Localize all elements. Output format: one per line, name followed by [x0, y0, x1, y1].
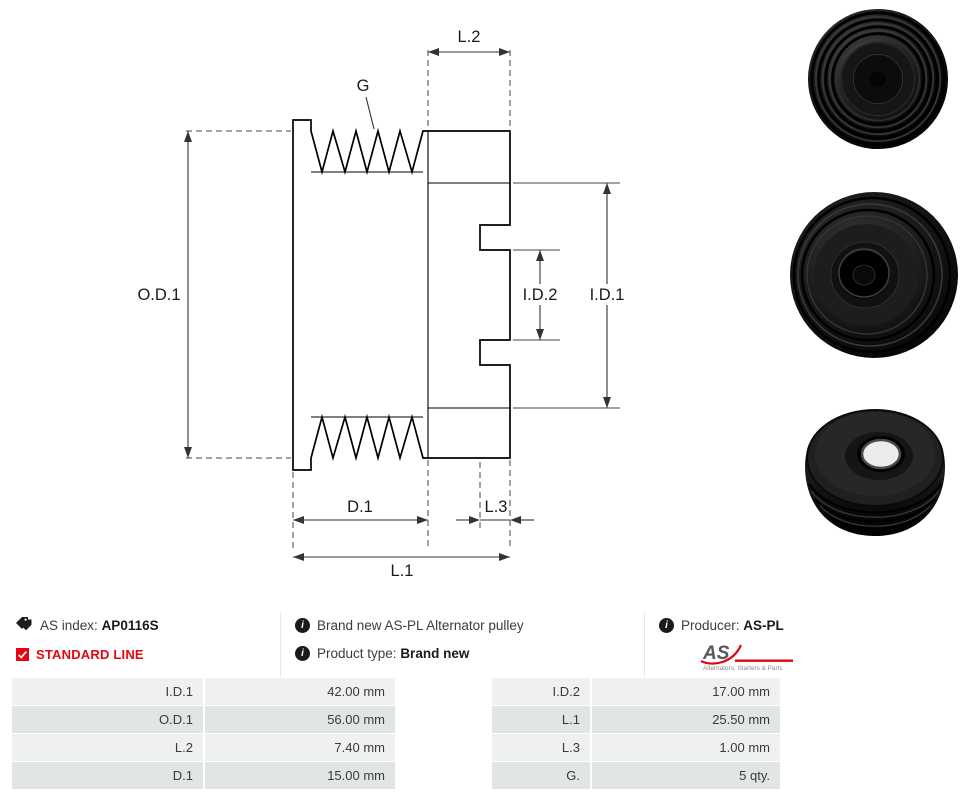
- product-photo-rear: [795, 396, 955, 553]
- table-row: L.2 7.40 mm L.3 1.00 mm: [12, 734, 780, 762]
- logo-subtext: Alternators, Starters & Parts: [703, 665, 783, 672]
- producer-label: Producer:: [681, 617, 740, 633]
- dim-label-id2: I.D.2: [523, 286, 558, 304]
- extension-lines-solid: [513, 182, 620, 409]
- spec-value: 1.00 mm: [592, 734, 780, 762]
- table-row: I.D.1 42.00 mm I.D.2 17.00 mm: [12, 678, 780, 706]
- spec-value: 17.00 mm: [592, 678, 780, 706]
- aspl-logo: AS Alternators, Starters & Parts: [699, 640, 950, 677]
- spec-label: I.D.2: [492, 678, 592, 706]
- spec-value: 42.00 mm: [205, 678, 395, 706]
- product-type-value: Brand new: [400, 645, 470, 661]
- spec-value: 56.00 mm: [205, 706, 395, 734]
- spec-label: O.D.1: [12, 706, 205, 734]
- as-index-label: AS index:: [40, 618, 98, 633]
- logo-bar: [735, 659, 793, 662]
- dim-label-d1: D.1: [347, 498, 373, 516]
- table-gap: [395, 706, 492, 734]
- info-icon: i: [295, 617, 310, 633]
- producer-value: AS-PL: [743, 617, 784, 633]
- spec-label: G.: [492, 762, 592, 790]
- table-row: O.D.1 56.00 mm L.1 25.50 mm: [12, 706, 780, 734]
- producer-line: i Producer: AS-PL: [659, 616, 950, 634]
- dim-label-l2: L.2: [458, 28, 481, 46]
- logo-text: AS: [702, 643, 730, 664]
- as-index-value: AP0116S: [101, 618, 159, 633]
- extension-lines-dashed: [186, 50, 511, 548]
- spec-label: D.1: [12, 762, 205, 790]
- tags-icon: [16, 616, 33, 635]
- id1-label-bg: [583, 284, 631, 305]
- spec-table: I.D.1 42.00 mm I.D.2 17.00 mm O.D.1 56.0…: [12, 678, 780, 790]
- spec-label: L.2: [12, 734, 205, 762]
- technical-drawing: O.D.1 L.2 G I.D.2 I.D.1 D.1 L.3 L.1: [137, 28, 631, 580]
- dim-label-od1: O.D.1: [137, 286, 180, 304]
- spec-value: 5 qty.: [592, 762, 780, 790]
- id2-label-bg: [516, 284, 564, 305]
- standard-line-label: STANDARD LINE: [36, 646, 144, 662]
- description-line: i Brand new AS-PL Alternator pulley: [295, 616, 658, 634]
- dimension-arrowheads: [184, 48, 611, 561]
- spec-value: 7.40 mm: [205, 734, 395, 762]
- product-photo-angled: [788, 189, 960, 366]
- table-gap: [395, 734, 492, 762]
- spec-label: I.D.1: [12, 678, 205, 706]
- dim-label-id1: I.D.1: [590, 286, 625, 304]
- info-icon: i: [659, 617, 674, 633]
- table-gap: [395, 762, 492, 790]
- table-gap: [395, 678, 492, 706]
- product-type-line: i Product type: Brand new: [295, 644, 658, 662]
- standard-line-badge: STANDARD LINE: [16, 645, 294, 663]
- dimension-drawing-svg: O.D.1 L.2 G I.D.2 I.D.1 D.1 L.3 L.1: [137, 28, 631, 580]
- product-description: Brand new AS-PL Alternator pulley: [317, 617, 524, 633]
- check-icon: [16, 647, 29, 661]
- spec-label: L.1: [492, 706, 592, 734]
- dim-label-l1: L.1: [391, 562, 414, 580]
- product-type-label: Product type:: [317, 645, 397, 661]
- logo-swoosh: [700, 644, 743, 665]
- table-row: D.1 15.00 mm G. 5 qty.: [12, 762, 780, 790]
- product-info-bar: AS index: AP0116S STANDARD LINE i Brand …: [16, 612, 950, 677]
- as-index-line: AS index: AP0116S: [16, 616, 294, 635]
- dimension-lines: [187, 51, 608, 558]
- product-photo-front: [799, 6, 957, 157]
- dim-label-g: G: [357, 77, 370, 95]
- spec-label: L.3: [492, 734, 592, 762]
- info-icon: i: [295, 645, 310, 661]
- spec-value: 15.00 mm: [205, 762, 395, 790]
- spec-value: 25.50 mm: [592, 706, 780, 734]
- dim-label-l3: L.3: [485, 498, 508, 516]
